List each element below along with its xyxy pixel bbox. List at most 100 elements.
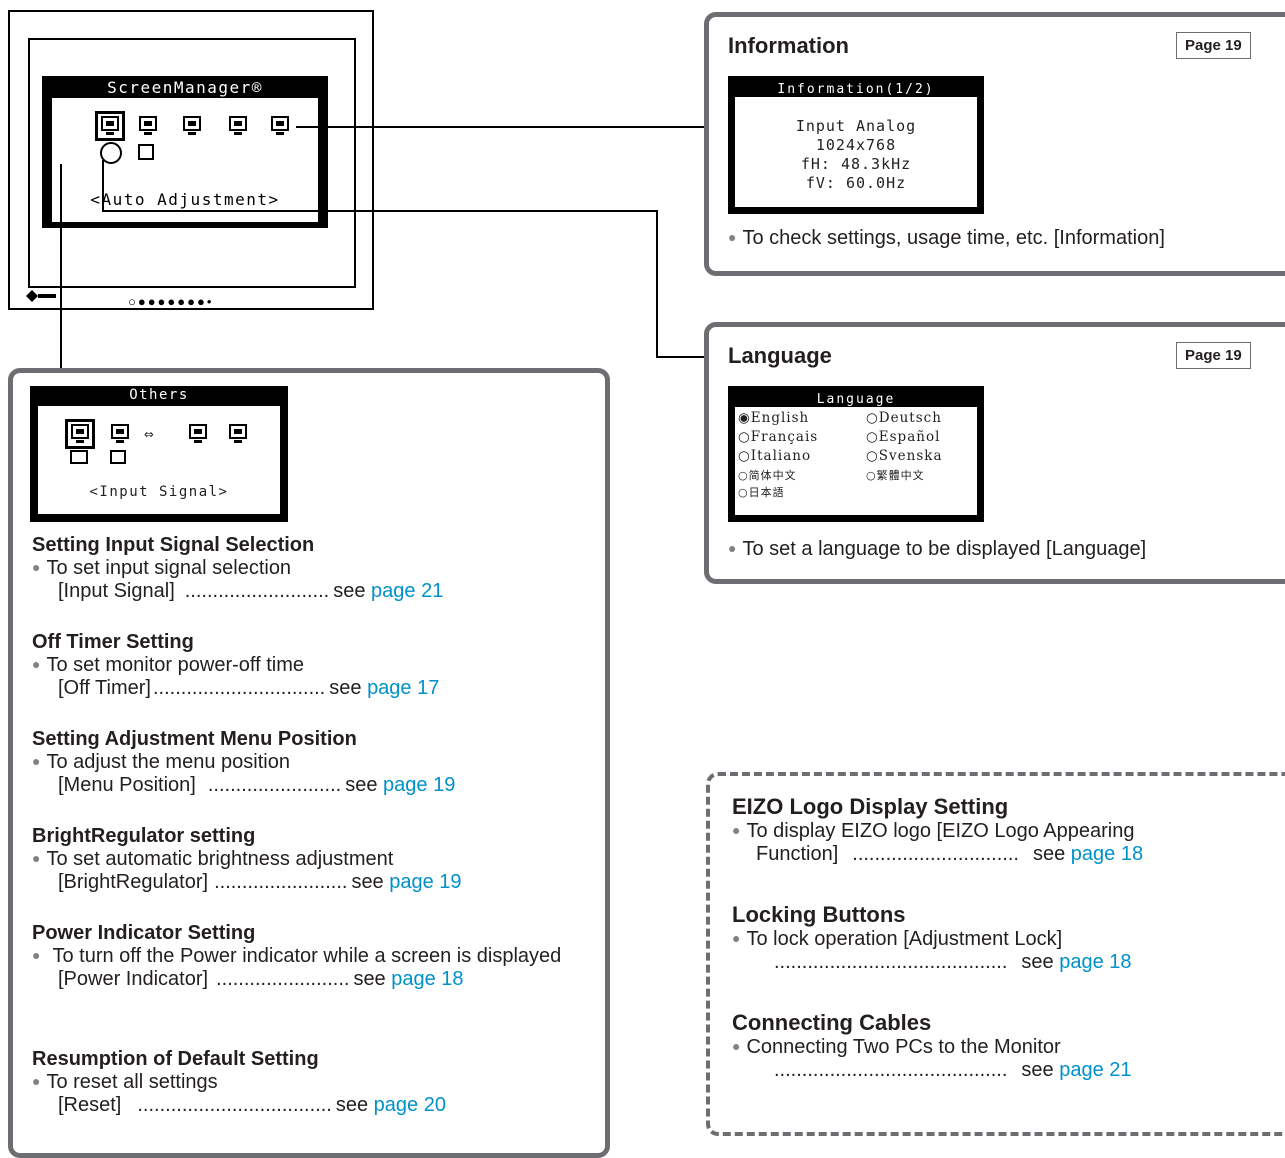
item-ref: [Reset] xyxy=(58,1094,122,1116)
item-heading: Setting Adjustment Menu Position xyxy=(32,728,357,750)
language-option[interactable]: ○Deutsch xyxy=(866,410,942,426)
see-label: see xyxy=(333,580,366,602)
item-desc: Connecting Two PCs to the Monitor xyxy=(746,1036,1061,1058)
others-item: Power Indicator Setting ●To turn off the… xyxy=(32,922,592,1048)
auto-adjustment-icon xyxy=(95,111,125,141)
extra-item: EIZO Logo Display Setting ● To display EI… xyxy=(732,794,1272,902)
connector-language-h1 xyxy=(102,210,658,212)
page-link[interactable]: page 21 xyxy=(371,580,444,602)
connector-others xyxy=(60,164,62,370)
language-globe-icon xyxy=(100,142,122,164)
item-ref: [Input Signal] xyxy=(58,580,175,602)
see-label: see xyxy=(1032,843,1066,865)
leader-dots: ........................................… xyxy=(774,1059,1008,1081)
item-ref: [BrightRegulator] xyxy=(58,871,209,893)
language-option[interactable]: ○繁體中文 xyxy=(866,469,925,482)
language-option[interactable]: ○Français xyxy=(738,429,819,445)
information-osd-body: Input Analog 1024x768 fH: 48.3kHz fV: 60… xyxy=(735,117,977,193)
information-osd-title: Information(1/2) xyxy=(735,83,977,97)
item-heading: Setting Input Signal Selection xyxy=(32,534,315,556)
see-label: see xyxy=(329,677,362,699)
language-options: ◉English ○Deutsch ○Français ○Español ○Ital… xyxy=(738,409,978,501)
bullet-icon: ● xyxy=(32,656,41,672)
connector-language-h2 xyxy=(656,356,706,358)
page-link[interactable]: page 17 xyxy=(367,677,440,699)
item-heading: Locking Buttons xyxy=(732,902,906,927)
page-link[interactable]: page 18 xyxy=(1070,843,1144,865)
leader-dots: ........................................… xyxy=(774,951,1008,973)
bullet-icon: ● xyxy=(728,540,737,556)
language-panel xyxy=(704,322,1285,584)
item-desc: To display EIZO logo [EIZO Logo Appearin… xyxy=(746,820,1135,842)
language-option[interactable]: ○Español xyxy=(866,429,941,445)
others-osd-label: <Input Signal> xyxy=(89,484,229,500)
item-heading: BrightRegulator setting xyxy=(32,825,256,847)
front-buttons: ○●●●●●●●• xyxy=(128,294,214,309)
others-item: Setting Input Signal Selection ●To set i… xyxy=(32,534,592,631)
osd-line: 1024x768 xyxy=(815,136,897,154)
information-title: Information xyxy=(728,33,849,58)
page-link[interactable]: page 19 xyxy=(383,774,456,796)
information-desc: To check settings, usage time, etc. [Inf… xyxy=(742,227,1165,249)
menu-position-icon: ⇔ xyxy=(144,424,154,443)
page-link[interactable]: page 18 xyxy=(1059,951,1132,973)
language-option[interactable]: ○日本語 xyxy=(738,486,785,499)
page-link[interactable]: page 20 xyxy=(373,1094,446,1116)
leader-dots: ............................... xyxy=(152,677,326,699)
bullet-icon: ● xyxy=(32,850,41,866)
language-option[interactable]: ○简体中文 xyxy=(738,469,797,482)
eizo-logo xyxy=(26,290,56,302)
information-panel xyxy=(704,12,1285,276)
others-osd-title: Others xyxy=(129,387,189,403)
extra-item: Connecting Cables ● Connecting Two PCs to… xyxy=(732,1010,1272,1118)
bullet-icon: ● xyxy=(32,753,41,769)
see-label: see xyxy=(351,871,384,893)
extra-item: Locking Buttons ●To lock operation [Adju… xyxy=(732,902,1272,1010)
page-link[interactable]: page 21 xyxy=(1059,1059,1132,1081)
language-option[interactable]: ○Italiano xyxy=(738,448,812,464)
language-page-badge: Page 19 xyxy=(1176,342,1251,369)
others-icon xyxy=(228,116,248,136)
extra-list: EIZO Logo Display Setting ● To display EI… xyxy=(732,794,1272,1118)
item-desc2: Function] xyxy=(756,843,839,865)
extra-settings-panel xyxy=(706,772,1285,1136)
item-heading: Connecting Cables xyxy=(732,1010,932,1035)
see-label: see xyxy=(345,774,378,796)
others-item: Setting Adjustment Menu Position ● To adj… xyxy=(32,728,592,825)
item-desc: To lock operation [Adjustment Lock] xyxy=(746,928,1063,950)
information-icon xyxy=(270,116,290,136)
others-osd: Others ⇔ <Input Signal> xyxy=(30,386,288,522)
item-ref: [Power Indicator] xyxy=(58,968,209,990)
leader-dots: ................................... xyxy=(137,1094,332,1116)
off-timer-icon xyxy=(110,424,130,444)
bullet-icon: ● xyxy=(732,822,741,838)
screenmanager-osd: ScreenManager® <Auto Adjustment> xyxy=(42,76,328,228)
bullet-icon: ● xyxy=(728,229,737,245)
others-list: Setting Input Signal Selection ●To set i… xyxy=(32,534,592,1145)
information-desc-line: ● To check settings, usage time, etc. [In… xyxy=(728,227,1165,250)
see-label: see xyxy=(353,968,386,990)
language-option[interactable]: ○Svenska xyxy=(866,448,943,464)
item-desc: To set automatic brightness adjustment xyxy=(46,848,394,870)
item-heading: EIZO Logo Display Setting xyxy=(732,794,1009,819)
brightregulator-icon xyxy=(188,424,208,444)
others-item: Off Timer Setting ●To set monitor power-… xyxy=(32,631,592,728)
item-desc: To adjust the menu position xyxy=(46,751,290,773)
language-option[interactable]: ◉English xyxy=(738,410,810,426)
leader-dots: ........................ xyxy=(214,871,348,893)
language-desc: To set a language to be displayed [Langu… xyxy=(742,538,1147,560)
input-signal-icon xyxy=(65,419,95,449)
item-ref: [Off Timer] xyxy=(58,677,151,699)
bullet-icon: ● xyxy=(732,1038,741,1054)
see-label: see xyxy=(1021,1059,1054,1081)
page-link[interactable]: page 19 xyxy=(389,871,462,893)
item-heading: Power Indicator Setting xyxy=(32,922,256,944)
information-osd: Information(1/2) Input Analog 1024x768 f… xyxy=(728,76,984,214)
leader-dots: .......................... xyxy=(184,580,330,602)
information-page-badge: Page 19 xyxy=(1176,32,1251,59)
page-link[interactable]: page 18 xyxy=(391,968,464,990)
osd-selected-label: <Auto Adjustment> xyxy=(90,190,280,209)
return-icon xyxy=(110,450,126,464)
item-desc: To reset all settings xyxy=(46,1071,218,1093)
osd-line: fV: 60.0Hz xyxy=(805,174,907,192)
